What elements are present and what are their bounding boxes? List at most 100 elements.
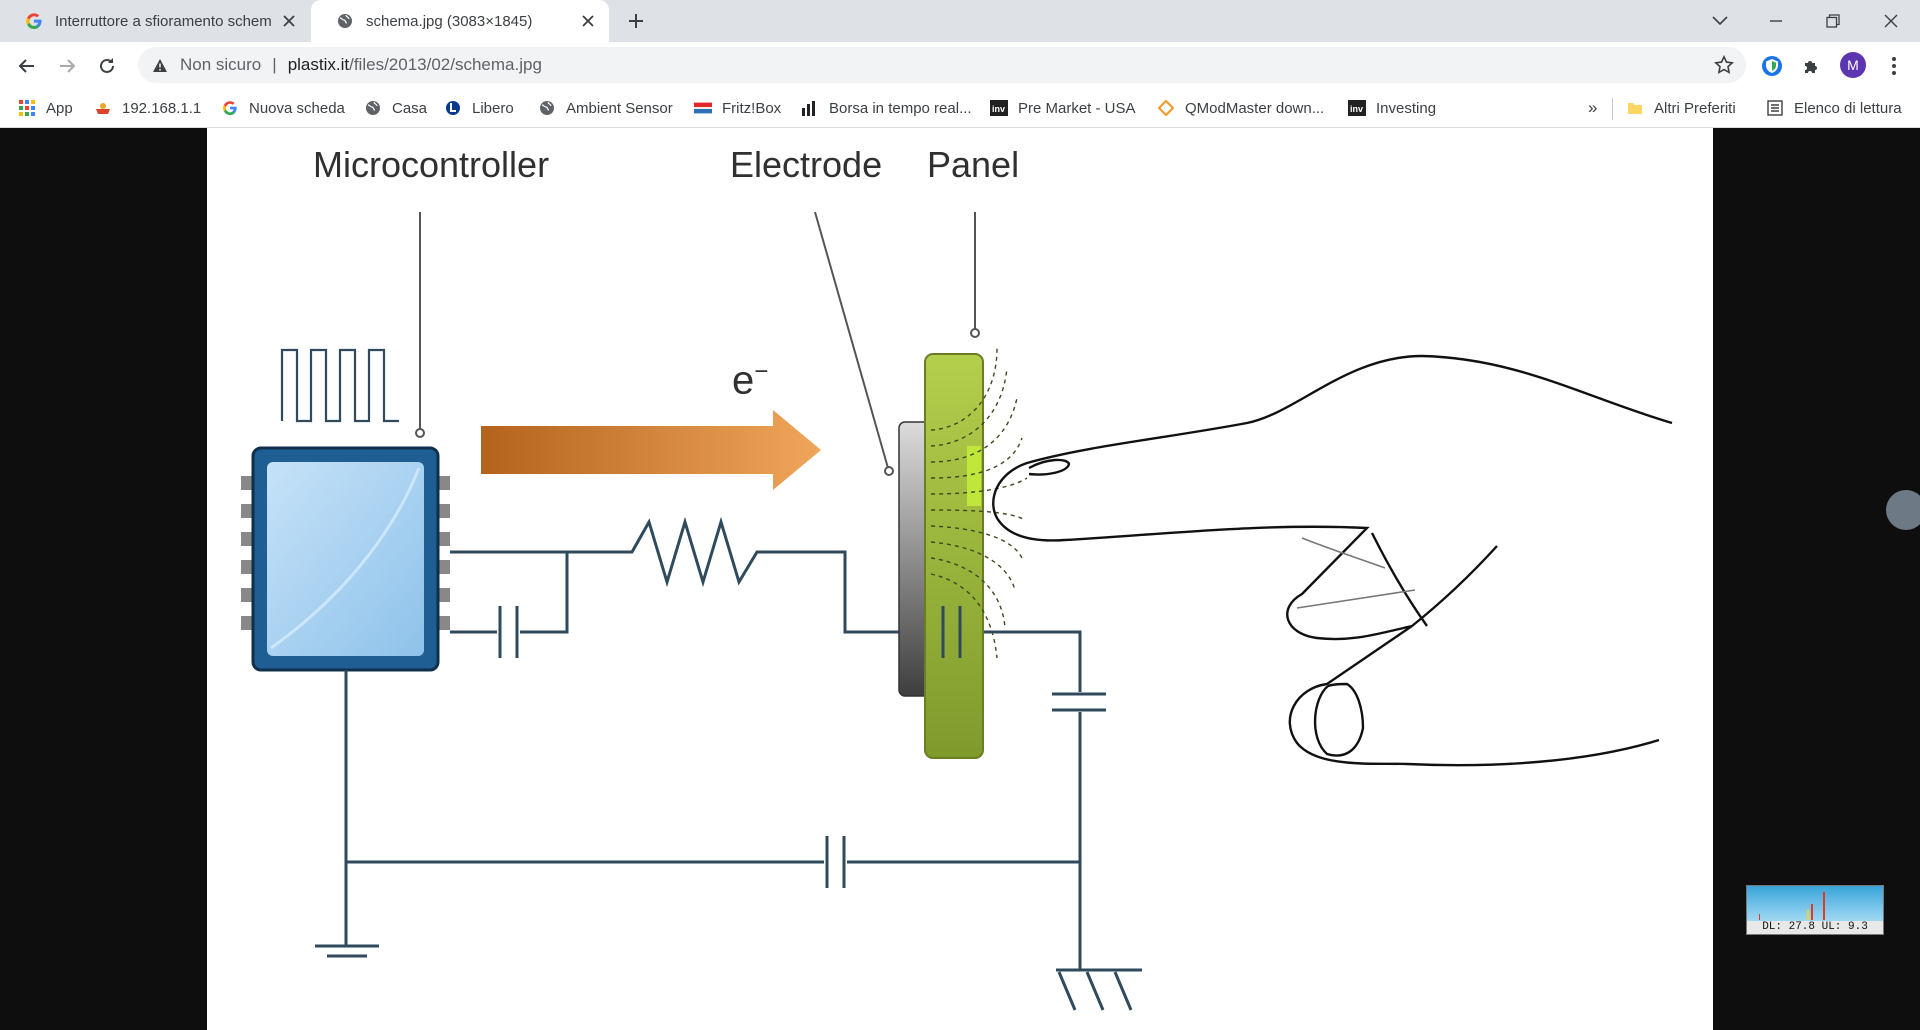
reload-button[interactable]: [93, 52, 121, 80]
bookmark-libero[interactable]: Libero: [444, 98, 514, 118]
globe-icon: [336, 12, 354, 30]
new-tab-button[interactable]: [625, 10, 647, 32]
restore-button[interactable]: [1818, 7, 1848, 35]
libero-icon: [444, 99, 462, 117]
chip-face: [267, 462, 424, 656]
bookmark-nuova-scheda[interactable]: Nuova scheda: [221, 98, 345, 118]
finger-illustration: [992, 354, 1673, 767]
back-button[interactable]: [13, 52, 41, 80]
bookmark-label: Nuova scheda: [249, 99, 345, 117]
chip-pins: [241, 476, 450, 630]
schema-image[interactable]: Microcontroller Electrode Panel e−: [207, 128, 1713, 1030]
bookmark-label: Altri Preferiti: [1654, 99, 1736, 117]
reload-icon: [100, 58, 114, 73]
google-g-icon: [221, 99, 239, 117]
address-bar[interactable]: Non sicuro | plastix.it/files/2013/02/sc…: [138, 47, 1746, 83]
leader-lines: [415, 211, 980, 476]
arrow-left-icon: [18, 59, 34, 73]
security-status[interactable]: Non sicuro: [180, 55, 262, 74]
speed-text: DL: 27.8 UL: 9.3: [1747, 921, 1883, 934]
bookmark-label: QModMaster down...: [1185, 99, 1325, 117]
tab-strip: Interruttore a sfioramento schem schema.…: [0, 0, 1920, 42]
image-viewport: Microcontroller Electrode Panel e−: [0, 128, 1920, 1030]
bookmark-label: Pre Market - USA: [1018, 99, 1136, 117]
bookmarks-separator: [1612, 98, 1613, 120]
arrow-right-icon: [60, 59, 76, 73]
bookmark-ambient-sensor[interactable]: Ambient Sensor: [538, 98, 673, 118]
bookmark-star-icon[interactable]: [1713, 54, 1735, 75]
chevron-down-icon: [1712, 16, 1728, 26]
investing-icon: inv: [1348, 99, 1366, 117]
bookmark-router[interactable]: 192.168.1.1: [94, 98, 201, 118]
tab-interruttore[interactable]: Interruttore a sfioramento schem: [0, 0, 310, 42]
label-electron: e−: [732, 358, 769, 403]
minimize-icon: [1770, 20, 1782, 22]
google-g-icon: [25, 12, 43, 30]
panel-capacitor: [941, 606, 962, 658]
bookmark-label: Casa: [392, 99, 428, 117]
url-host: plastix.it: [287, 55, 350, 74]
bookmark-label: Fritz!Box: [722, 99, 782, 117]
tab-schema[interactable]: schema.jpg (3083×1845): [311, 0, 609, 42]
more-menu-icon[interactable]: [1882, 54, 1906, 78]
bookmark-fritzbox[interactable]: Fritz!Box: [694, 98, 781, 118]
diamond-icon: [1157, 99, 1175, 117]
bookmark-label: Borsa in tempo real...: [829, 99, 972, 117]
tab-search-button[interactable]: [1705, 7, 1735, 35]
reading-list-icon: [1766, 99, 1784, 117]
speed-graph: [1759, 892, 1825, 920]
microphone-widget[interactable]: [1886, 490, 1920, 530]
bookmarks-overflow-button[interactable]: »: [1588, 98, 1598, 117]
close-icon[interactable]: [280, 12, 298, 30]
url-path: /files/2013/02/schema.jpg: [349, 55, 542, 74]
reading-list-button[interactable]: Elenco di lettura: [1766, 98, 1902, 118]
circuit-diagram: [241, 211, 1673, 1011]
label-microcontroller: Microcontroller: [313, 144, 550, 185]
restore-icon: [1826, 14, 1840, 28]
shield-extension-icon[interactable]: [1760, 54, 1784, 78]
close-window-button[interactable]: [1876, 7, 1906, 35]
circuit-wires: [315, 516, 1142, 1011]
globe-icon: [364, 99, 382, 117]
apps-grid-icon: [18, 99, 36, 117]
bookmark-altri-preferiti[interactable]: Altri Preferiti: [1626, 98, 1736, 118]
label-electrode: Electrode: [730, 144, 883, 185]
url-separator: |: [272, 55, 277, 74]
bookmark-label: Elenco di lettura: [1794, 99, 1902, 117]
router-icon: [94, 99, 112, 117]
browser-toolbar: Non sicuro | plastix.it/files/2013/02/sc…: [0, 42, 1920, 88]
bookmark-borsa[interactable]: Borsa in tempo real...: [801, 98, 972, 118]
close-icon[interactable]: [579, 12, 597, 30]
bookmarks-bar: App 192.168.1.1 Nuova scheda Casa Libero…: [0, 88, 1920, 128]
globe-icon: [538, 99, 556, 117]
tab-title: schema.jpg (3083×1845): [366, 12, 533, 30]
bookmark-label: Libero: [472, 99, 514, 117]
bookmark-investing[interactable]: inv Investing: [1348, 98, 1436, 118]
bookmark-label: App: [46, 99, 73, 117]
electric-field-lines: [930, 347, 1028, 659]
fritzbox-icon: [694, 99, 712, 117]
svg-text:inv: inv: [992, 104, 1005, 114]
bookmark-label: Ambient Sensor: [566, 99, 673, 117]
label-panel: Panel: [927, 144, 1020, 185]
bookmark-label: Investing: [1376, 99, 1437, 117]
profile-avatar[interactable]: M: [1840, 52, 1866, 78]
bookmark-pre-market[interactable]: inv Pre Market - USA: [990, 98, 1136, 118]
bookmark-app[interactable]: App: [18, 98, 73, 118]
folder-icon: [1626, 99, 1644, 117]
electron-flow-arrow: [481, 410, 821, 490]
close-icon: [1884, 14, 1898, 28]
minimize-button[interactable]: [1761, 7, 1791, 35]
pulse-waveform: [280, 348, 399, 423]
bar-chart-icon: [801, 99, 819, 117]
svg-text:inv: inv: [1350, 104, 1363, 114]
bookmark-casa[interactable]: Casa: [364, 98, 427, 118]
investing-icon: inv: [990, 99, 1008, 117]
forward-button[interactable]: [53, 52, 81, 80]
plus-icon: [629, 14, 643, 28]
warning-icon: [150, 58, 170, 73]
bookmark-label: 192.168.1.1: [122, 99, 202, 117]
touch-panel: [924, 353, 984, 759]
puzzle-extensions-icon[interactable]: [1800, 54, 1824, 78]
bookmark-qmodmaster[interactable]: QModMaster down...: [1157, 98, 1324, 118]
